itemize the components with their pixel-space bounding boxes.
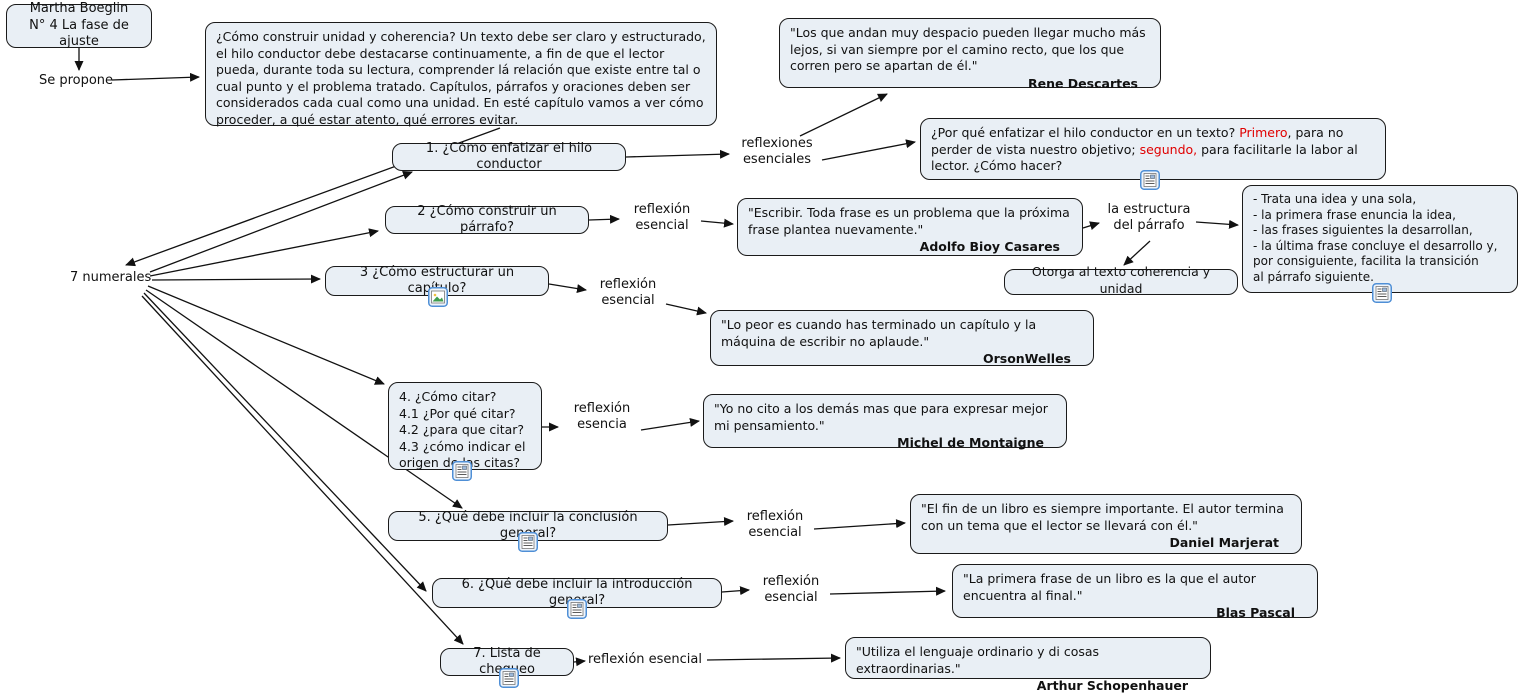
connector-label5-marjerat bbox=[813, 519, 906, 530]
why-text-red1: Primero bbox=[1239, 125, 1288, 140]
connector-label2-bioy bbox=[700, 218, 734, 228]
connector-sepropone-intro bbox=[111, 72, 200, 82]
map-title-line2: N° 4 La fase de ajuste bbox=[29, 17, 129, 50]
quote-text: "La primera frase de un libro es la que … bbox=[963, 571, 1256, 603]
node-2-construir-parrafo[interactable]: 2 ¿Cómo construir un párrafo? bbox=[385, 204, 589, 235]
quote-author: Daniel Marjerat bbox=[1169, 535, 1280, 550]
link-label-reflexion-esencial-6: reflexión esencial bbox=[762, 574, 820, 605]
quote-bioy-casares[interactable]: "Escribir. Toda frase es un problema que… bbox=[737, 198, 1083, 256]
quote-text: "Lo peor es cuando has terminado un capí… bbox=[721, 317, 1037, 349]
connector-estructuralabel-otorga bbox=[1123, 240, 1151, 266]
quote-descartes[interactable]: "Los que andan muy despacio pueden llega… bbox=[779, 18, 1161, 91]
why-text-red2: segundo, bbox=[1139, 141, 1198, 157]
connector-bioy-estructura-label bbox=[1082, 221, 1100, 230]
connector-n7-label7 bbox=[573, 657, 586, 667]
note-resource-icon[interactable] bbox=[518, 532, 538, 552]
quote-author: Blas Pascal bbox=[1216, 605, 1295, 620]
connector-label6-pascal bbox=[829, 586, 946, 596]
link-label-estructura-parrafo: la estructura del párrafo bbox=[1107, 202, 1191, 233]
node-why-enfatizar[interactable]: ¿Por qué enfatizar el hilo conductor en … bbox=[920, 118, 1386, 180]
connector-label4-montaigne bbox=[640, 417, 700, 431]
link-label-numerales: 7 numerales bbox=[70, 270, 152, 285]
connector-estructuralabel-box bbox=[1195, 219, 1239, 229]
connector-n3-label3 bbox=[548, 283, 587, 294]
map-title-node[interactable]: Martha Boeglin N° 4 La fase de ajuste bbox=[6, 1, 152, 50]
node-1-enfatizar-hilo[interactable]: 1. ¿Cómo enfatizar el hilo conductor bbox=[392, 141, 626, 172]
connector-numerales-n3 bbox=[151, 274, 321, 284]
connector-numerales-n6 bbox=[143, 292, 427, 592]
connector-numerales-n4 bbox=[147, 285, 385, 385]
connector-label1-why bbox=[821, 139, 916, 161]
link-label-reflexiones-esenciales: reflexiones esenciales bbox=[741, 136, 813, 167]
why-text-part1: ¿Por qué enfatizar el hilo conductor en … bbox=[931, 125, 1240, 140]
note-resource-icon[interactable] bbox=[1372, 283, 1392, 303]
connector-n1-label1 bbox=[625, 149, 730, 159]
image-resource-icon[interactable] bbox=[428, 287, 448, 307]
note-resource-icon[interactable] bbox=[499, 668, 519, 688]
note-resource-icon[interactable] bbox=[452, 461, 472, 481]
note-resource-icon[interactable] bbox=[1140, 170, 1160, 190]
quote-text: "Escribir. Toda frase es un problema que… bbox=[748, 205, 1070, 237]
intro-node[interactable]: ¿Cómo construir unidad y coherencia? Un … bbox=[205, 22, 717, 127]
quote-text: "Yo no cito a los demás mas que para exp… bbox=[714, 401, 1048, 433]
connector-n6-label6 bbox=[721, 586, 750, 596]
map-title-line1: Martha Boeglin bbox=[29, 1, 129, 17]
link-label-reflexion-esencial-5: reflexión esencial bbox=[746, 509, 804, 540]
link-label-se-propone: Se propone bbox=[38, 73, 114, 88]
node-estructura-parrafo[interactable]: - Trata una idea y una sola, - la primer… bbox=[1242, 185, 1518, 293]
why-text-part3: para facilitarle la labor al lector. ¿Có… bbox=[931, 141, 1358, 174]
quote-author: OrsonWelles bbox=[982, 351, 1071, 366]
connector-n5-label5 bbox=[667, 517, 734, 527]
quote-daniel-marjerat[interactable]: "El fin de un libro es siempre important… bbox=[910, 494, 1302, 554]
quote-schopenhauer[interactable]: "Utiliza el lenguaje ordinario y di cosa… bbox=[845, 637, 1211, 693]
link-label-reflexion-esencial-3: reflexión esencial bbox=[599, 277, 657, 308]
connector-numerales-n1 bbox=[149, 171, 413, 273]
note-resource-icon[interactable] bbox=[567, 599, 587, 619]
connector-label1-descartes bbox=[799, 93, 888, 137]
why-text-part2: , para no perder de vista nuestro objeti… bbox=[931, 125, 1344, 157]
quote-text: "Los que andan muy despacio pueden llega… bbox=[790, 25, 1146, 73]
quote-text: "El fin de un libro es siempre important… bbox=[921, 501, 1284, 533]
quote-text: "Utiliza el lenguaje ordinario y di cosa… bbox=[856, 644, 1100, 676]
link-label-reflexion-esencia-4: reflexión esencia bbox=[573, 401, 631, 432]
quote-orson-welles[interactable]: "Lo peor es cuando has terminado un capí… bbox=[710, 310, 1094, 366]
quote-montaigne[interactable]: "Yo no cito a los demás mas que para exp… bbox=[703, 394, 1067, 450]
quote-blas-pascal[interactable]: "La primera frase de un libro es la que … bbox=[952, 564, 1318, 620]
connector-n2-label2 bbox=[588, 214, 620, 224]
quote-author: Adolfo Bioy Casares bbox=[919, 239, 1060, 254]
quote-author: Arthur Schopenhauer bbox=[1036, 678, 1188, 693]
link-label-reflexion-esencial-2: reflexión esencial bbox=[633, 202, 691, 233]
connector-label3-welles bbox=[665, 303, 707, 316]
node-otorga-coherencia[interactable]: Otorga al texto coherencia y unidad bbox=[1004, 264, 1238, 296]
quote-author: Michel de Montaigne bbox=[897, 435, 1044, 450]
link-label-reflexion-esencial-7: reflexión esencial bbox=[588, 652, 702, 667]
node-4-como-citar[interactable]: 4. ¿Cómo citar? 4.1 ¿Por qué citar? 4.2 … bbox=[388, 382, 542, 470]
quote-author: Rene Descartes bbox=[1027, 75, 1138, 91]
